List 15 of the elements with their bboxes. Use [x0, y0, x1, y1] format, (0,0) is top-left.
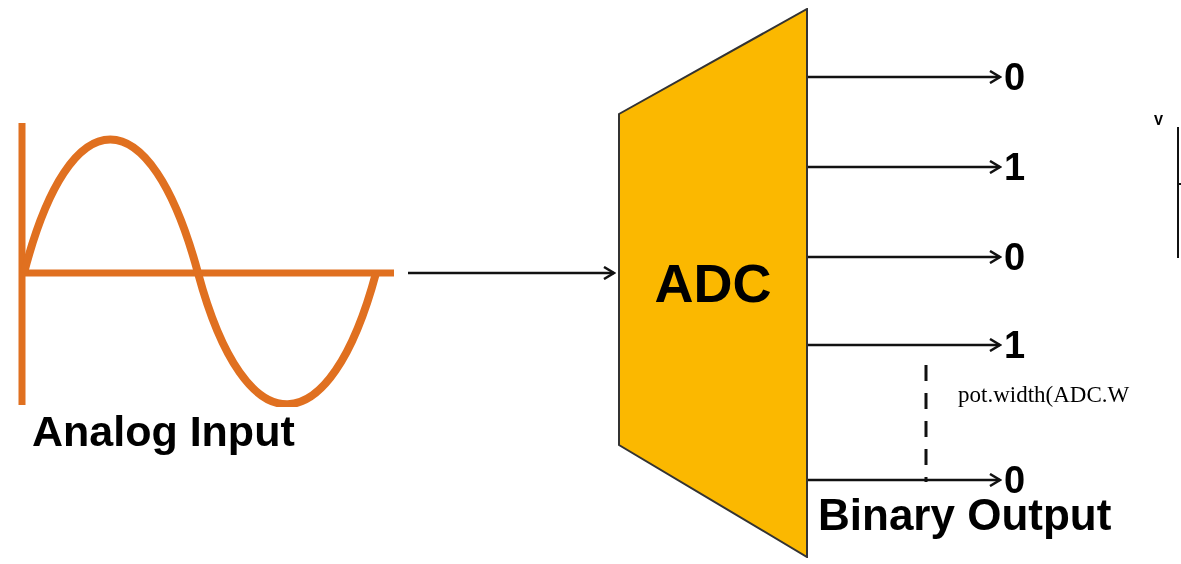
bit-value: 0 — [1004, 238, 1026, 276]
input-caption: Analog Input — [32, 406, 295, 457]
converter-block — [618, 8, 808, 558]
arrow — [808, 159, 1002, 175]
code-text: pot.width(ADC.W — [958, 381, 1130, 409]
arrow — [808, 249, 1002, 265]
arrow — [808, 69, 1002, 85]
axis-label: V — [1154, 112, 1163, 132]
arrow — [808, 337, 1002, 353]
bit-value: 1 — [1004, 148, 1026, 186]
bit-value: 1 — [1004, 326, 1026, 364]
bit-value: 0 — [1004, 58, 1026, 96]
converter-label: ADC — [654, 251, 772, 315]
arrow — [808, 472, 1002, 488]
arrow — [408, 265, 616, 281]
